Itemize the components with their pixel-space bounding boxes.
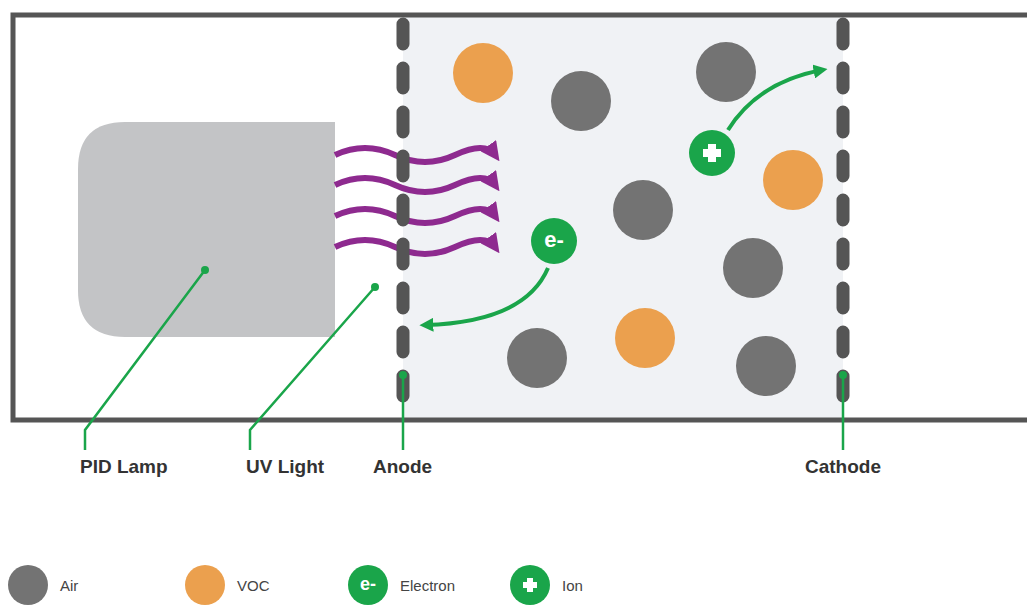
callout-label: Anode <box>373 456 432 478</box>
legend-text: VOC <box>237 577 270 594</box>
legend-text: Ion <box>562 577 583 594</box>
leader-dot <box>201 266 847 379</box>
voc-molecule <box>453 43 823 368</box>
ion-symbol <box>689 130 735 176</box>
cathode-grid <box>837 24 850 412</box>
legend-text: Air <box>60 577 78 594</box>
electron-path <box>425 268 548 325</box>
uv-light <box>335 148 495 254</box>
electron-particle: e- <box>531 218 577 264</box>
ionization-chamber <box>403 17 843 418</box>
anode-grid <box>397 24 410 412</box>
ion-path <box>728 70 822 130</box>
pid-lamp <box>78 122 335 337</box>
legend-swatch: e- <box>348 565 388 605</box>
leader-line <box>85 270 843 450</box>
callout-label: Cathode <box>805 456 881 478</box>
swatch-symbol: e- <box>360 575 376 593</box>
air-molecule <box>507 42 796 396</box>
callout-label: PID Lamp <box>80 456 168 478</box>
legend-swatch <box>185 565 225 605</box>
detector-housing <box>13 15 1027 420</box>
legend-text: Electron <box>400 577 455 594</box>
legend-swatch <box>8 565 48 605</box>
particle-label: e- <box>544 229 564 251</box>
legend-swatch <box>510 565 550 605</box>
callout-label: UV Light <box>246 456 324 478</box>
plus-symbol <box>520 575 540 595</box>
